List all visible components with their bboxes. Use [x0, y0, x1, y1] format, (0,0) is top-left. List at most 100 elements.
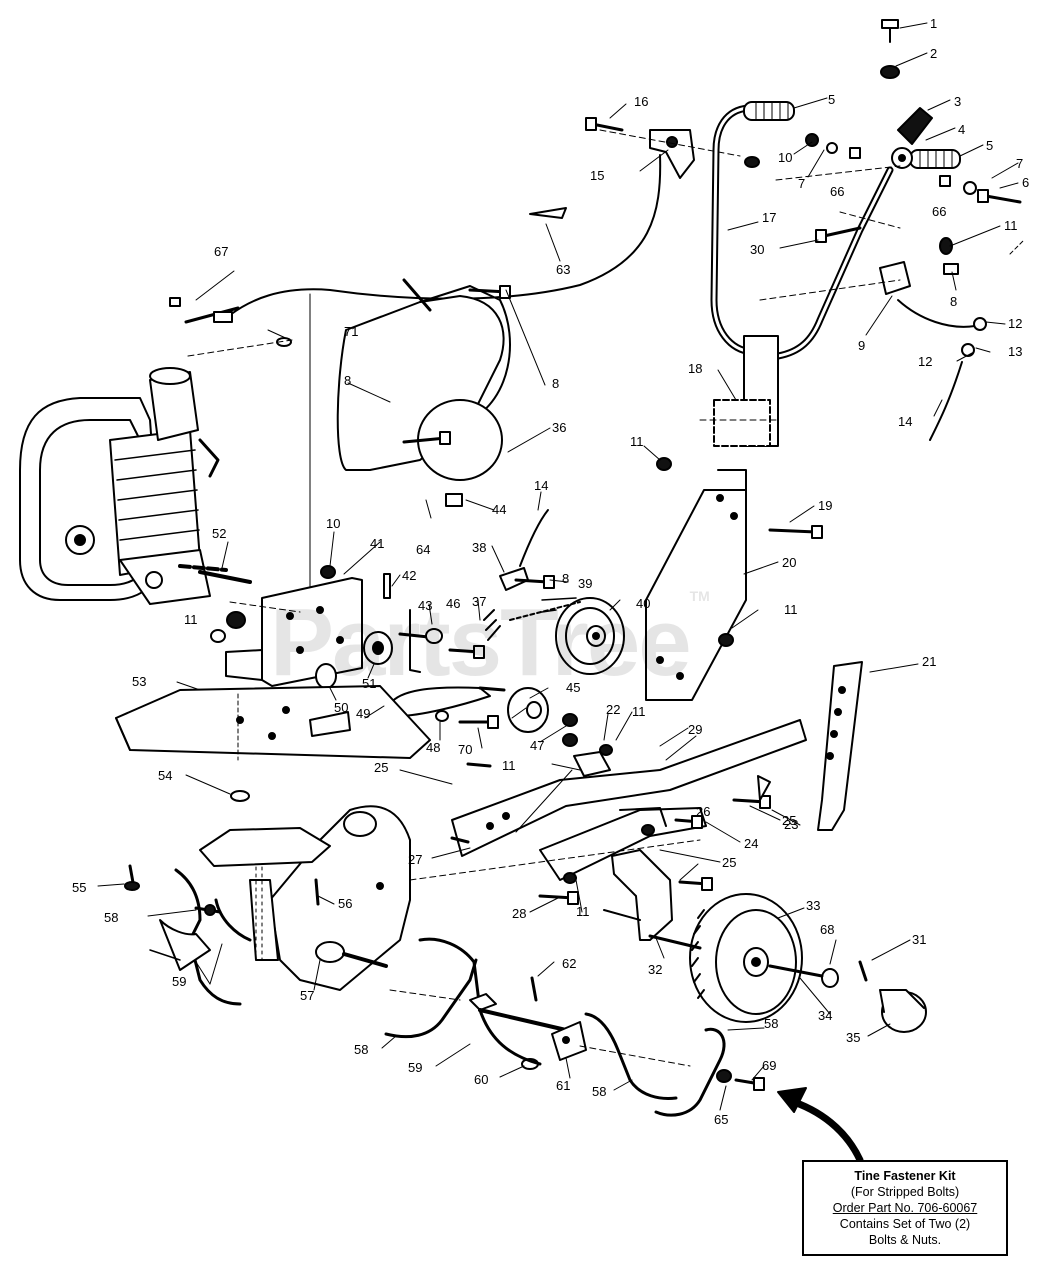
right-tines: [584, 1012, 765, 1117]
callout-17: 17: [762, 210, 776, 225]
callout-labels: 1 2 3 4 5 5 6 7 7 8 8 8 8 9 10 10 11 11 …: [72, 16, 1029, 1127]
callout-3: 3: [954, 94, 961, 109]
callout-54: 54: [158, 768, 172, 783]
callout-6: 6: [1022, 175, 1029, 190]
callout-42: 42: [402, 568, 416, 583]
callout-25: 25: [374, 760, 388, 775]
callout-21: 21: [922, 654, 936, 669]
callout-52: 52: [212, 526, 226, 541]
callout-35: 35: [846, 1030, 860, 1045]
callout-58: 58: [354, 1042, 368, 1057]
callout-9: 9: [858, 338, 865, 353]
callout-62: 62: [562, 956, 576, 971]
callout-10: 10: [326, 516, 340, 531]
callout-18: 18: [688, 361, 702, 376]
callout-43: 43: [418, 598, 432, 613]
callout-39: 39: [578, 576, 592, 591]
callout-29: 29: [688, 722, 702, 737]
callout-47: 47: [530, 738, 544, 753]
handle-post: [645, 335, 823, 701]
callout-69: 69: [762, 1058, 776, 1073]
callout-26: 26: [696, 804, 710, 819]
callout-19: 19: [818, 498, 832, 513]
tine-shield: [115, 685, 431, 802]
callout-14: 14: [534, 478, 548, 493]
callout-50: 50: [334, 700, 348, 715]
callout-63: 63: [556, 262, 570, 277]
callout-25: 25: [782, 813, 796, 828]
callout-8: 8: [552, 376, 559, 391]
callout-65: 65: [714, 1112, 728, 1127]
callout-66: 66: [830, 184, 844, 199]
callout-34: 34: [818, 1008, 832, 1023]
callout-5: 5: [986, 138, 993, 153]
callout-55: 55: [72, 880, 86, 895]
callout-24: 24: [744, 836, 758, 851]
kit-contents: Contains Set of Two (2): [839, 1217, 971, 1231]
callout-58: 58: [592, 1084, 606, 1099]
callout-64: 64: [416, 542, 430, 557]
chassis-frame: [450, 661, 863, 905]
throttle-control: [169, 129, 695, 347]
callout-13: 13: [1008, 344, 1022, 359]
callout-56: 56: [338, 896, 352, 911]
callout-11: 11: [630, 434, 644, 449]
callout-59: 59: [408, 1060, 422, 1075]
callout-41: 41: [370, 536, 384, 551]
callout-45: 45: [566, 680, 580, 695]
left-tines: [149, 868, 252, 1006]
center-tines: [384, 937, 587, 1070]
callout-51: 51: [362, 676, 376, 691]
clutch-arm: [389, 686, 506, 729]
callout-28: 28: [512, 906, 526, 921]
callout-15: 15: [590, 168, 604, 183]
kit-subtitle: (For Stripped Bolts): [850, 1185, 960, 1199]
belt-cover: [309, 278, 511, 601]
callout-58: 58: [764, 1016, 778, 1031]
callout-4: 4: [958, 122, 965, 137]
callout-61: 61: [556, 1078, 570, 1093]
callout-37: 37: [472, 594, 486, 609]
callout-68: 68: [820, 922, 834, 937]
tine-fastener-kit-box: Tine Fastener Kit (For Stripped Bolts) O…: [802, 1160, 1008, 1256]
kit-contents-2: Bolts & Nuts.: [868, 1233, 942, 1247]
callout-1: 1: [930, 16, 937, 31]
kit-title: Tine Fastener Kit: [854, 1169, 956, 1183]
callout-11: 11: [184, 612, 198, 627]
handlebar: [710, 101, 961, 360]
callout-5: 5: [828, 92, 835, 107]
callout-40: 40: [636, 596, 650, 611]
callout-14: 14: [898, 414, 912, 429]
callout-46: 46: [446, 596, 460, 611]
transmission: [124, 805, 411, 991]
callout-44: 44: [492, 502, 506, 517]
alignment-lines: [187, 129, 901, 1067]
callout-30: 30: [750, 242, 764, 257]
mounting-plate: [178, 564, 393, 689]
callout-36: 36: [552, 420, 566, 435]
callout-10: 10: [778, 150, 792, 165]
callout-53: 53: [132, 674, 146, 689]
kit-pointer-arrow: [777, 1087, 864, 1164]
callout-8: 8: [950, 294, 957, 309]
callout-32: 32: [648, 962, 662, 977]
callout-25: 25: [722, 855, 736, 870]
callout-12: 12: [1008, 316, 1022, 331]
callout-31: 31: [912, 932, 926, 947]
callout-7: 7: [1016, 156, 1023, 171]
callout-59: 59: [172, 974, 186, 989]
pulley-assembly: [398, 509, 625, 733]
callout-20: 20: [782, 555, 796, 570]
leader-lines: [97, 22, 1019, 1111]
kit-part-number: Order Part No. 706-60067: [832, 1201, 978, 1215]
callout-23: 23: [784, 817, 798, 832]
callout-16: 16: [634, 94, 648, 109]
callout-48: 48: [426, 740, 440, 755]
wheel-assembly: [603, 849, 927, 1033]
callout-12: 12: [918, 354, 932, 369]
callout-7: 7: [798, 176, 805, 191]
callout-2: 2: [930, 46, 937, 61]
callout-11: 11: [632, 704, 646, 719]
callout-8: 8: [562, 571, 569, 586]
callout-71: 71: [344, 324, 358, 339]
